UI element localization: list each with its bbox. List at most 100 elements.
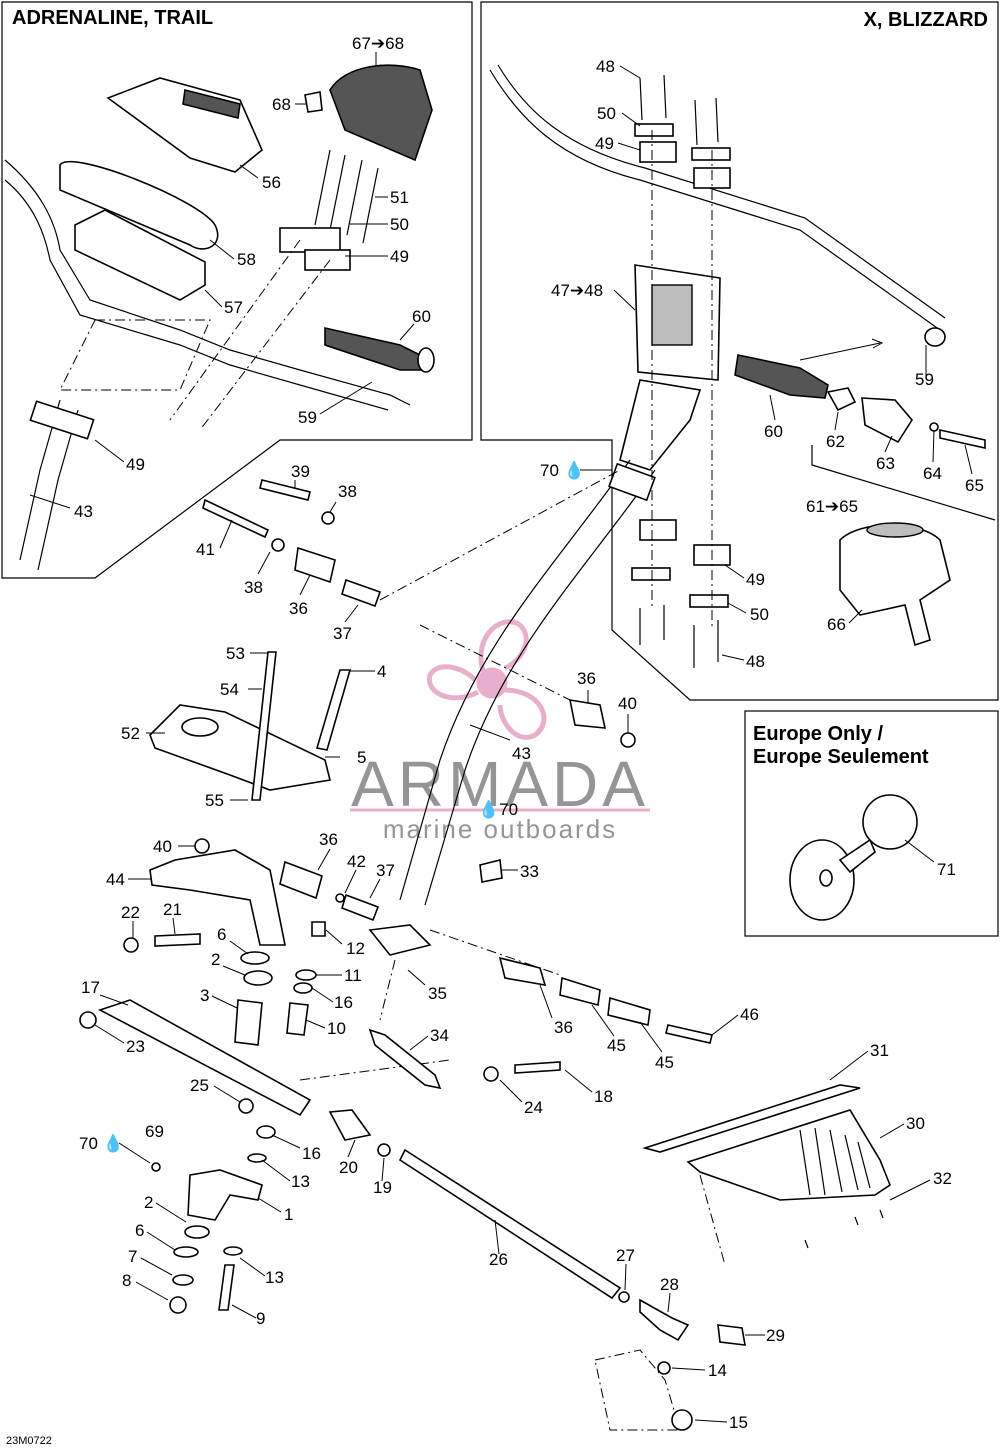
callout-label: 53 [226, 644, 245, 663]
bolt-41-part [202, 498, 270, 539]
bracket-61-65 [811, 445, 996, 521]
watermark-brand: ARMADA [351, 748, 649, 820]
link-45b-part [607, 996, 651, 1026]
washer-22-part [123, 937, 139, 953]
pad-58-part [59, 160, 219, 250]
screws-32-part [804, 1209, 884, 1249]
bolt-53-part [251, 651, 277, 801]
callout-label: 16 [302, 1144, 321, 1163]
callout-label: 37 [333, 624, 352, 643]
right-panel-title: X, BLIZZARD [864, 9, 988, 31]
callout-label: 45 [607, 1036, 626, 1055]
callout-label: 33 [520, 862, 539, 881]
washer-2-lower [184, 1225, 210, 1239]
callout-label: 💧70 [478, 799, 518, 819]
nut-8-part [169, 1296, 187, 1314]
bolt-39-part [259, 479, 311, 501]
grip-60-end [417, 347, 435, 373]
nut-33-part [479, 859, 503, 883]
horn-71-group [789, 794, 918, 921]
callout-label: 10 [327, 1019, 346, 1038]
handlebar-59-right-end [924, 327, 946, 347]
callout-label: 68 [272, 95, 291, 114]
washer-38-lower [271, 538, 285, 552]
callout-label: 70 💧 [79, 1133, 124, 1153]
callout-label: 36 [554, 1018, 573, 1037]
callout-label: 60 [412, 307, 431, 326]
callout-label: 17 [81, 978, 100, 997]
clamp-49-left-part [29, 400, 95, 440]
armada-watermark: ARMADA marine outboards [350, 619, 650, 844]
callout-label: 36 [289, 599, 308, 618]
boot-30-ribs [799, 1127, 871, 1196]
grip-arrow [799, 338, 884, 361]
callout-label: 59 [915, 370, 934, 389]
europe-only-title: Europe Only / [753, 723, 883, 745]
callout-label: 49 [746, 570, 765, 589]
clamp-49-part-lower [304, 249, 351, 271]
boot-group [642, 1084, 891, 1266]
europe-only-frame [744, 710, 999, 937]
callout-label: 24 [524, 1098, 543, 1117]
callout-label: 40 [618, 694, 637, 713]
callout-label: 19 [373, 1178, 392, 1197]
nut-23-part [79, 1011, 97, 1029]
callout-label: 55 [205, 791, 224, 810]
arm-lower-part [368, 924, 432, 956]
left-guide-dashes [59, 239, 331, 431]
callout-label: 40 [153, 837, 172, 856]
clamp-49-upper [639, 141, 677, 163]
callout-label: 7 [128, 1247, 137, 1266]
block-36-lower [279, 860, 323, 900]
callout-label: 44 [106, 870, 125, 889]
callout-label: 28 [660, 1275, 679, 1294]
rodend-20-part [328, 1109, 372, 1141]
grip-60-right-part [734, 354, 829, 399]
handlebar-59-right-part [489, 64, 946, 331]
callout-label: 15 [729, 1413, 748, 1432]
spacer-3-part [234, 999, 263, 1046]
washer-14-part [657, 1361, 671, 1375]
callout-label: 49 [595, 134, 614, 153]
callout-label: 37 [376, 861, 395, 880]
callout-label: 1 [284, 1205, 293, 1224]
callout-label: 13 [265, 1268, 284, 1287]
washer-6-upper [240, 951, 270, 965]
handlebar-59-left-part [4, 159, 411, 406]
callout-label: 56 [262, 173, 281, 192]
cap-29-part [717, 1324, 746, 1346]
washer-13-lower [223, 1246, 243, 1256]
block-57-part [74, 209, 206, 301]
callout-label: 20 [339, 1158, 358, 1177]
callout-label: 47➔48 [551, 281, 603, 300]
bushing-37-lower [341, 893, 380, 922]
stripe-56-part [182, 89, 241, 119]
left-panel-frame [1, 1, 473, 579]
arm-17-part [97, 999, 312, 1117]
clip-68-part [304, 91, 323, 113]
ski-leg-part [594, 1349, 681, 1431]
trim-31-part [642, 1084, 861, 1153]
bolt-65-part [939, 429, 986, 449]
clamp-50-lower [631, 567, 671, 581]
clamp-49-lower [639, 519, 677, 541]
spacer-10-part [286, 1002, 309, 1036]
callout-label: 6 [217, 925, 226, 944]
callout-label: 71 [937, 860, 956, 879]
callout-label: 49 [126, 455, 145, 474]
weight-62-part [826, 387, 857, 412]
nut-19-part [377, 1143, 391, 1157]
cover-67-part [329, 64, 433, 162]
callout-label: 58 [237, 250, 256, 269]
fitting-69-part [151, 1162, 161, 1172]
callout-label: 5 [357, 748, 366, 767]
callout-label: 70 💧 [540, 460, 585, 480]
collar-70-part [608, 462, 656, 502]
washer-7-part [172, 1274, 194, 1286]
callout-label: 41 [196, 540, 215, 559]
handlebar-59-left-part-lower [4, 179, 389, 411]
tierod-34-part [368, 1028, 442, 1090]
callout-label: 8 [122, 1271, 131, 1290]
horn-71-bulb [862, 794, 918, 850]
